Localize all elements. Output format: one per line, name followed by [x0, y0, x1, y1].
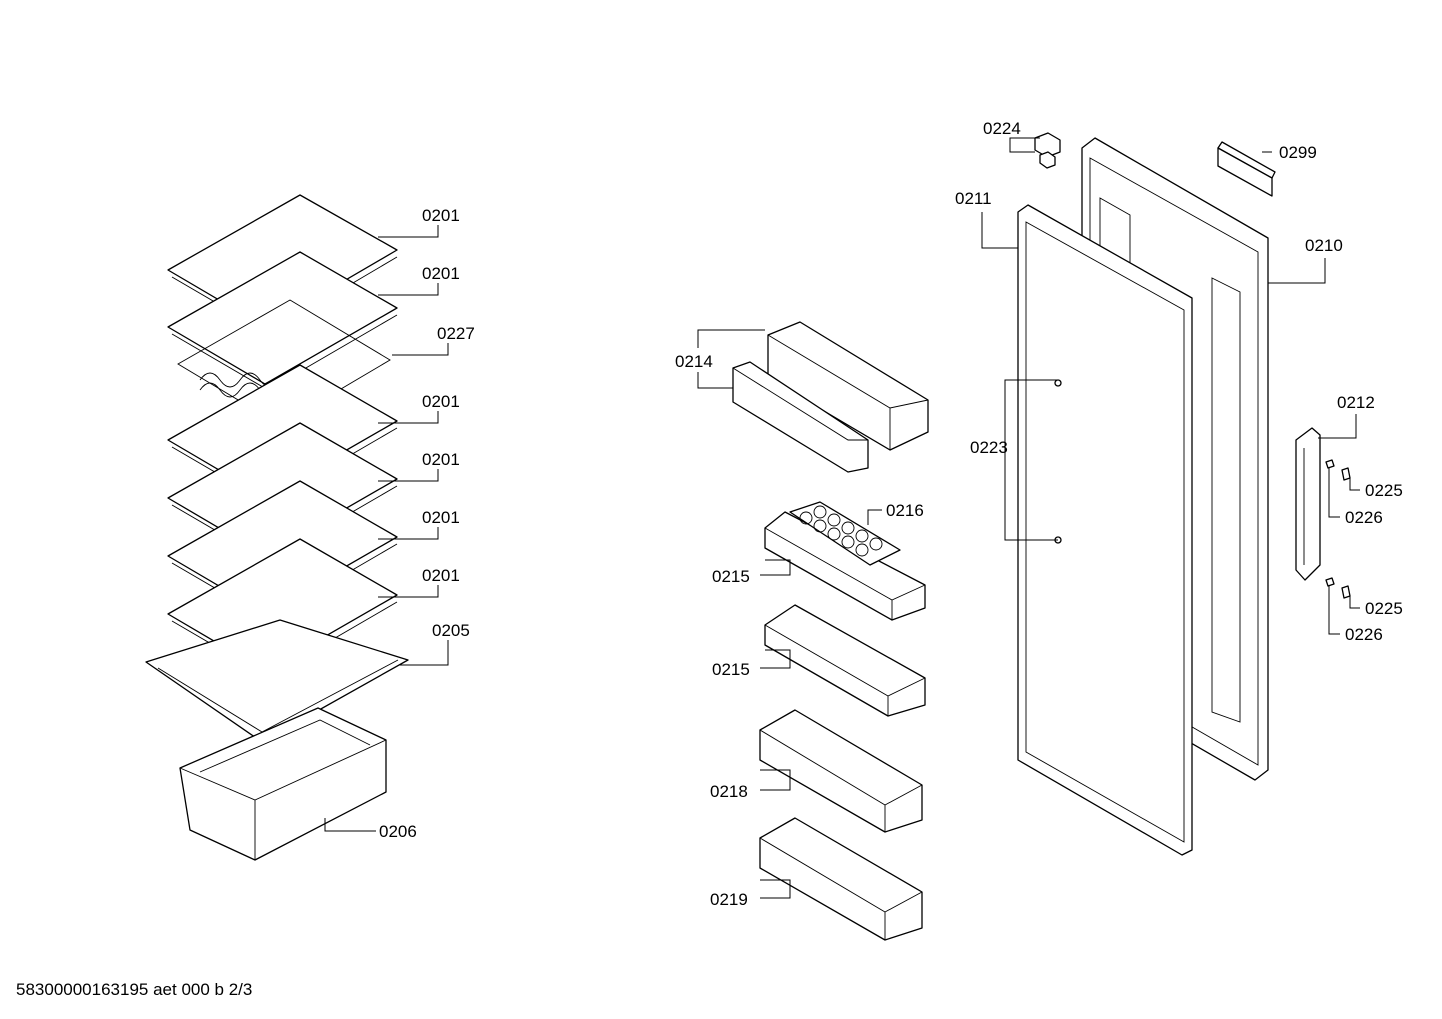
door-bins — [732, 321, 929, 941]
label-door-shelf-1: 0215 — [712, 567, 750, 586]
label-nameplate: 0299 — [1279, 143, 1317, 162]
left-leaders — [324, 225, 449, 832]
diagram-footer-code: 58300000163195 aet 000 b 2/3 — [16, 980, 253, 999]
label-shelf-1: 0201 — [422, 206, 460, 225]
label-crisper-cover: 0205 — [432, 621, 470, 640]
label-door-gasket: 0211 — [955, 189, 992, 208]
label-door: 0210 — [1305, 236, 1343, 255]
door-shelf-0218 — [759, 709, 923, 833]
label-shelf-5: 0201 — [422, 508, 460, 527]
nameplate-0299 — [1217, 141, 1276, 197]
part-labels: 0201 0201 0227 0201 0201 0201 0201 0205 … — [379, 119, 1403, 909]
hinge-part-0224 — [1034, 132, 1061, 169]
label-door-shelf-4: 0219 — [710, 890, 748, 909]
label-shelf-3: 0201 — [422, 392, 460, 411]
label-shelf-6: 0201 — [422, 566, 460, 585]
label-shelf-2: 0201 — [422, 264, 460, 283]
middle-leaders — [697, 329, 882, 899]
shelf-stack — [145, 194, 409, 861]
label-handle-cap-upper: 0225 — [1365, 481, 1403, 500]
label-handle-cap-lower: 0225 — [1365, 599, 1403, 618]
door-shelf-0215-lower — [764, 604, 926, 717]
door-assembly — [1017, 132, 1351, 856]
door-gasket-0211 — [1017, 204, 1193, 856]
label-door-screws: 0223 — [970, 438, 1008, 457]
label-handle-screw-lower: 0226 — [1345, 625, 1383, 644]
label-hinge-part: 0224 — [983, 119, 1021, 138]
label-butter-compartment: 0214 — [675, 352, 713, 371]
label-bottle-rack: 0227 — [437, 324, 475, 343]
label-door-shelf-2: 0215 — [712, 660, 750, 679]
label-handle: 0212 — [1337, 393, 1375, 412]
butter-compartment-0214 — [732, 321, 929, 473]
label-crisper-drawer: 0206 — [379, 822, 417, 841]
door-shelf-0215-upper — [764, 511, 926, 621]
crisper-drawer-0206 — [179, 707, 387, 861]
handle-0212 — [1295, 427, 1321, 581]
label-door-shelf-3: 0218 — [710, 782, 748, 801]
handle-fixings — [1325, 459, 1351, 599]
egg-tray-0216 — [789, 501, 901, 566]
label-egg-tray: 0216 — [886, 501, 924, 520]
door-shelf-0219 — [759, 817, 923, 941]
right-leaders — [981, 137, 1360, 635]
label-shelf-4: 0201 — [422, 450, 460, 469]
label-handle-screw-upper: 0226 — [1345, 508, 1383, 527]
crisper-cover-0205 — [145, 619, 409, 743]
